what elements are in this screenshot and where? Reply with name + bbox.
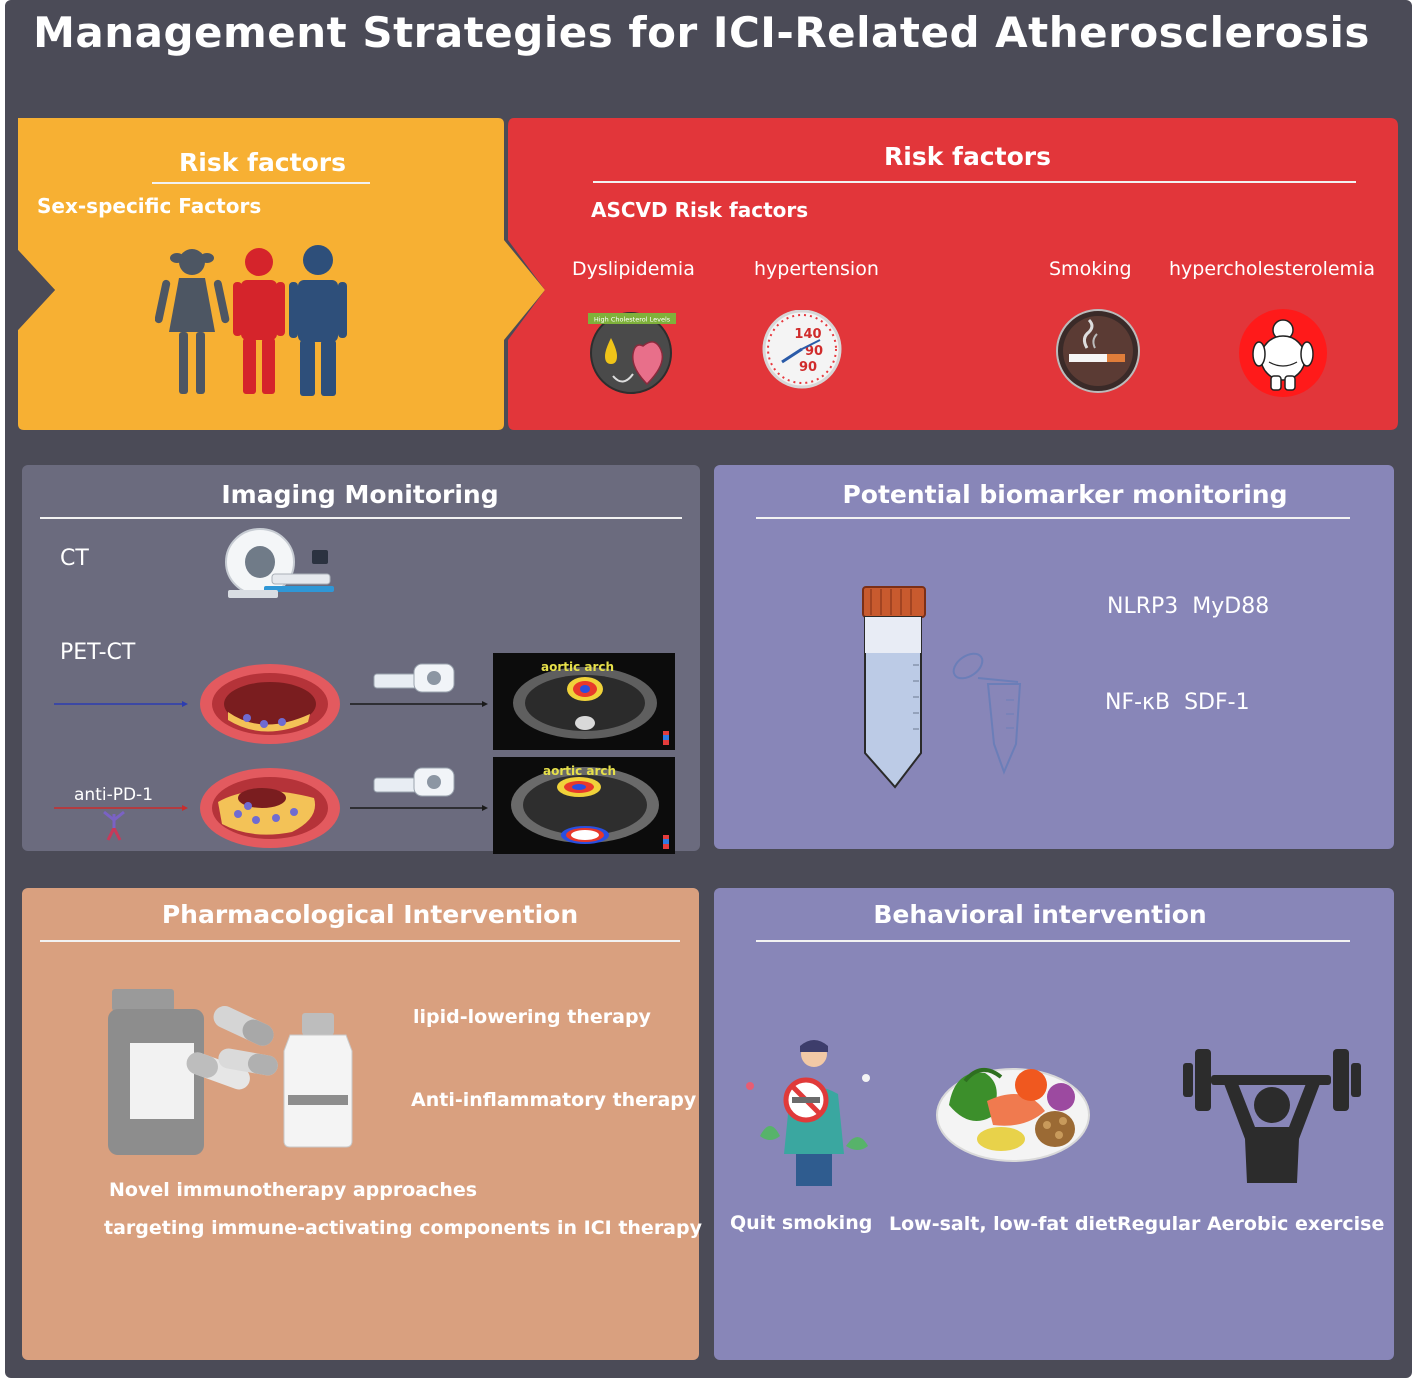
risk-left-subheading: Sex-specific Factors: [37, 194, 262, 218]
biomarker-panel: [714, 465, 1394, 849]
risk-right-subheading: ASCVD Risk factors: [591, 198, 809, 222]
anti-pd1-label: anti-PD-1: [74, 785, 154, 805]
risk-item-label-hypertension: hypertension: [754, 258, 879, 280]
medicine-bottles-icon: [108, 989, 353, 1155]
novel-immunotherapy-line-1: Novel immunotherapy approaches: [109, 1179, 478, 1201]
behavior-label-exercise: Regular Aerobic exercise: [1117, 1213, 1385, 1235]
pharma-rule: [40, 940, 680, 942]
reading-systolic: 140: [794, 327, 821, 342]
biomarker-row-1: NLRP3 MyD88: [1107, 594, 1270, 619]
risk-left-shape: [18, 118, 545, 430]
risk-right-rule: [593, 181, 1356, 183]
no-smoking-icon: [746, 1040, 870, 1186]
novel-immunotherapy-line-2: targeting immune-activating components i…: [104, 1217, 702, 1239]
aortic-arch-label-1: aortic arch: [541, 660, 615, 674]
risk-right-shape: [508, 118, 1398, 430]
petct-label: PET-CT: [60, 640, 136, 665]
antibody-icon: [103, 810, 125, 841]
weightlifting-icon: [1183, 1049, 1361, 1183]
family-people-icon: [155, 245, 347, 396]
reading-diastolic: 90: [805, 344, 823, 359]
biomarker-row-2: NF-κB SDF-1: [1105, 690, 1250, 715]
aortic-arch-label-2: aortic arch: [543, 764, 617, 778]
risk-right-heading: Risk factors: [884, 142, 1051, 171]
risk-item-label-smoking: Smoking: [1049, 258, 1132, 280]
behavior-label-diet: Low-salt, low-fat diet: [889, 1213, 1118, 1235]
imaging-heading: Imaging Monitoring: [221, 480, 499, 509]
pet-scan-image-treated: aortic arch: [493, 757, 675, 854]
behavioral-heading: Behavioral intervention: [873, 900, 1207, 929]
imaging-rule: [40, 517, 682, 519]
plaque-vessel-control-icon: [200, 664, 340, 744]
petct-control-row: [54, 663, 488, 744]
pharma-heading: Pharmacological Intervention: [161, 900, 579, 929]
behavioral-rule: [756, 940, 1350, 942]
pet-scanner-icon-2: [373, 767, 455, 797]
risk-left-rule: [152, 182, 370, 184]
biomarker-heading: Potential biomarker monitoring: [842, 480, 1288, 509]
ct-scanner-icon: [225, 528, 334, 598]
pet-scanner-icon: [373, 663, 455, 693]
risk-item-label-hypercholesterolemia: hypercholesterolemia: [1169, 258, 1375, 280]
cholesterol-heart-icon: High Cholesterol Levels: [588, 312, 676, 394]
ct-label: CT: [60, 546, 89, 571]
biomarker-rule: [756, 517, 1350, 519]
risk-item-label-dyslipidemia: Dyslipidemia: [572, 258, 695, 280]
pet-scan-image-control: aortic arch: [493, 653, 675, 750]
page-title: Management Strategies for ICI-Related At…: [33, 8, 1370, 57]
healthy-food-plate-icon: [936, 1068, 1090, 1162]
centrifuge-tube-icon: [862, 586, 926, 789]
cholesterol-badge-text: High Cholesterol Levels: [594, 316, 671, 324]
therapy-anti-inflammatory: Anti-inflammatory therapy: [411, 1089, 697, 1111]
blood-pressure-gauge-icon: 140 90 90: [762, 310, 842, 389]
petct-treated-row: [54, 767, 488, 848]
obese-person-icon: [1239, 309, 1327, 397]
microtube-icon: [952, 652, 1022, 775]
plaque-vessel-treated-icon: [200, 768, 340, 848]
therapy-lipid-lowering: lipid-lowering therapy: [413, 1006, 651, 1028]
risk-left-heading: Risk factors: [179, 148, 346, 177]
behavior-label-quit-smoking: Quit smoking: [730, 1212, 873, 1234]
cigarette-icon: [1056, 309, 1140, 393]
reading-pulse: 90: [799, 360, 817, 375]
